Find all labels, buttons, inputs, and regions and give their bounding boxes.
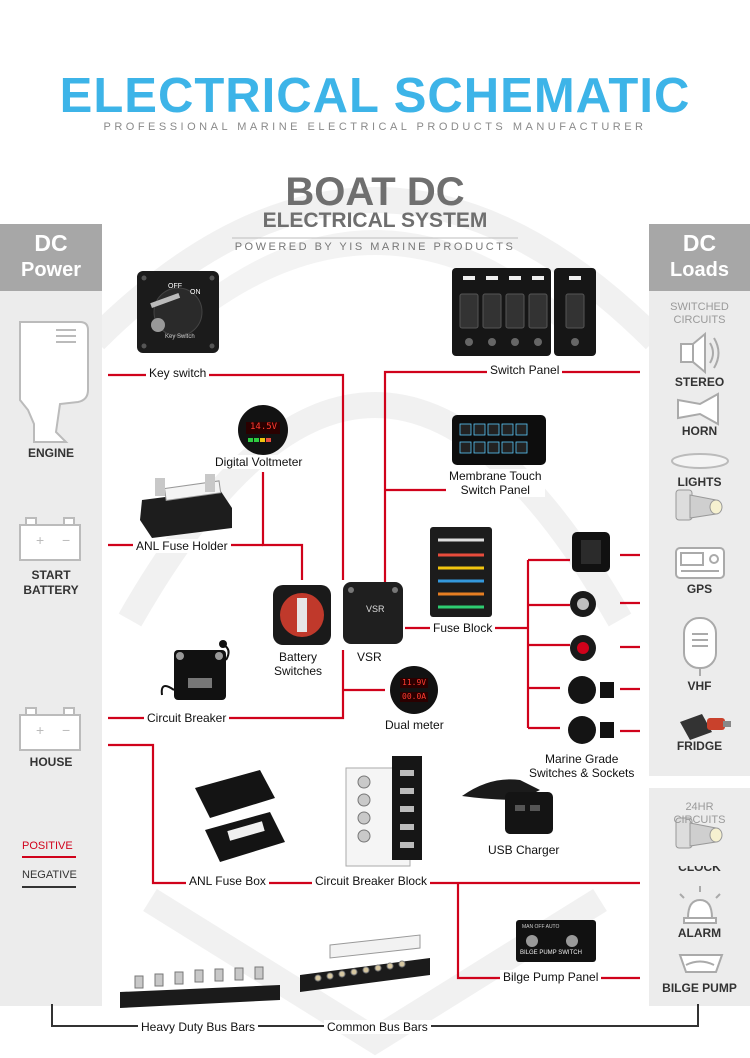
power-socket-device [568, 716, 614, 744]
common-bus-bar-device [300, 934, 430, 992]
lights-icon [671, 453, 729, 521]
circuit-breaker-label: Circuit Breaker [144, 711, 230, 725]
fuse-block-device [430, 527, 492, 617]
page-title: ELECTRICAL SCHEMATIC [59, 69, 691, 123]
bilge-panel-header: BILGE PUMP SWITCH [520, 950, 582, 956]
horn-label: HORN [681, 424, 718, 438]
legend-negative: NEGATIVE [22, 869, 77, 881]
24hr-circuits-label: 24HR CIRCUITS [673, 801, 726, 826]
circuit-breaker-device [160, 640, 230, 700]
lights-label: LIGHTS [677, 475, 722, 489]
voltmeter-reading: 14.5V [250, 422, 278, 432]
system-subtitle: ELECTRICAL SYSTEM [262, 209, 488, 232]
start-battery-label: START BATTERY [23, 568, 79, 597]
clock-label: CLOCK [678, 866, 721, 874]
battery-switches-label: Battery Switches [271, 650, 326, 678]
marine-switches-label: Marine Grade Switches & Sockets [526, 752, 638, 780]
dc-loads-heading-line2: Loads [670, 259, 729, 281]
dc-power-heading-line1: DC [34, 230, 68, 256]
vsr-device [343, 582, 403, 644]
push-button-device [570, 591, 596, 617]
switched-circuits-label: SWITCHED CIRCUITS [670, 301, 729, 326]
circuit-breaker-block-device [345, 756, 422, 867]
alarm-label: ALARM [677, 926, 722, 940]
gps-label: GPS [686, 582, 713, 596]
illuminated-button-device [570, 635, 596, 661]
membrane-panel-label: Membrane Touch Switch Panel [446, 469, 545, 497]
stereo-icon [680, 331, 720, 375]
battery-switch-device [273, 585, 331, 645]
key-switch-label: Key switch [146, 366, 210, 380]
dual-meter-label: Dual meter [382, 718, 447, 732]
vhf-icon [683, 617, 717, 676]
dc-loads-heading-line1: DC [682, 230, 717, 256]
key-switch-device [137, 271, 219, 353]
dual-meter-reading-volts: 11.9V [402, 678, 427, 687]
digital-voltmeter-label: Digital Voltmeter [212, 455, 306, 469]
vsr-device-text: VSR [366, 604, 385, 614]
usb-charger-label: USB Charger [485, 843, 563, 857]
house-battery-icon: + − [19, 707, 81, 751]
background-hull-fill [160, 230, 590, 330]
fridge-socket-icon [680, 714, 731, 740]
circuit-breaker-block-label: Circuit Breaker Block [312, 874, 431, 888]
key-off-text: OFF [168, 283, 182, 290]
dual-meter-device [390, 666, 438, 714]
stereo-label: STEREO [674, 375, 725, 389]
engine-icon [19, 321, 89, 443]
horn-icon [677, 392, 719, 426]
switch-panel-label: Switch Panel [487, 363, 563, 377]
svg-text:−: − [62, 532, 70, 548]
dc-loads-switched-column [649, 291, 750, 776]
bilge-pump-icon [678, 954, 724, 973]
anl-fuse-holder-label: ANL Fuse Holder [133, 539, 231, 553]
digital-voltmeter-device [238, 405, 288, 455]
bilge-pump-panel-device [516, 920, 596, 962]
vsr-label: VSR [354, 650, 385, 664]
page-subtitle: PROFESSIONAL MARINE ELECTRICAL PRODUCTS … [103, 121, 647, 133]
legend-positive: POSITIVE [22, 840, 73, 852]
fridge-label: FRIDGE [676, 739, 723, 753]
bilge-pump-label: BILGE PUMP [662, 981, 737, 995]
engine-label: ENGINE [27, 446, 74, 460]
dual-meter-reading-amps: 00.0A [402, 692, 427, 701]
alarm-icon [679, 886, 721, 924]
common-bus-bars-label: Common Bus Bars [324, 1020, 431, 1034]
clock-light-icon [675, 817, 723, 849]
dc-loads-heading: DC Loads [649, 224, 750, 291]
powered-by: POWERED BY YIS MARINE PRODUCTS [234, 241, 516, 253]
gps-icon [675, 547, 725, 579]
dc-power-heading-line2: Power [20, 259, 82, 281]
house-label: HOUSE [29, 755, 73, 769]
key-on-text: ON [190, 289, 201, 296]
svg-text:+: + [36, 532, 44, 548]
start-battery-icon: + − [19, 517, 81, 561]
usb-charger-device [462, 779, 553, 834]
svg-text:+: + [36, 722, 44, 738]
membrane-switch-panel-device [452, 415, 546, 465]
system-title: BOAT DC [285, 170, 465, 214]
anl-fuse-holder-device [140, 474, 232, 538]
bilge-panel-modes: MAN OFF AUTO [522, 924, 560, 930]
switch-panel-device [452, 268, 596, 356]
heavy-bus-bars-label: Heavy Duty Bus Bars [138, 1020, 259, 1034]
heavy-duty-bus-bar-device [120, 966, 280, 1008]
rocker-switch-device [572, 532, 610, 572]
key-brand-text: Key Switch [165, 334, 195, 340]
vhf-label: VHF [687, 679, 712, 693]
fuse-block-label: Fuse Block [430, 621, 496, 635]
usb-socket-device [568, 676, 614, 704]
dc-power-heading: DC Power [0, 224, 102, 291]
svg-text:−: − [62, 722, 70, 738]
bilge-pump-panel-label: Bilge Pump Panel [500, 970, 602, 984]
anl-fuse-box-device [195, 770, 285, 862]
anl-fuse-box-label: ANL Fuse Box [186, 874, 269, 888]
